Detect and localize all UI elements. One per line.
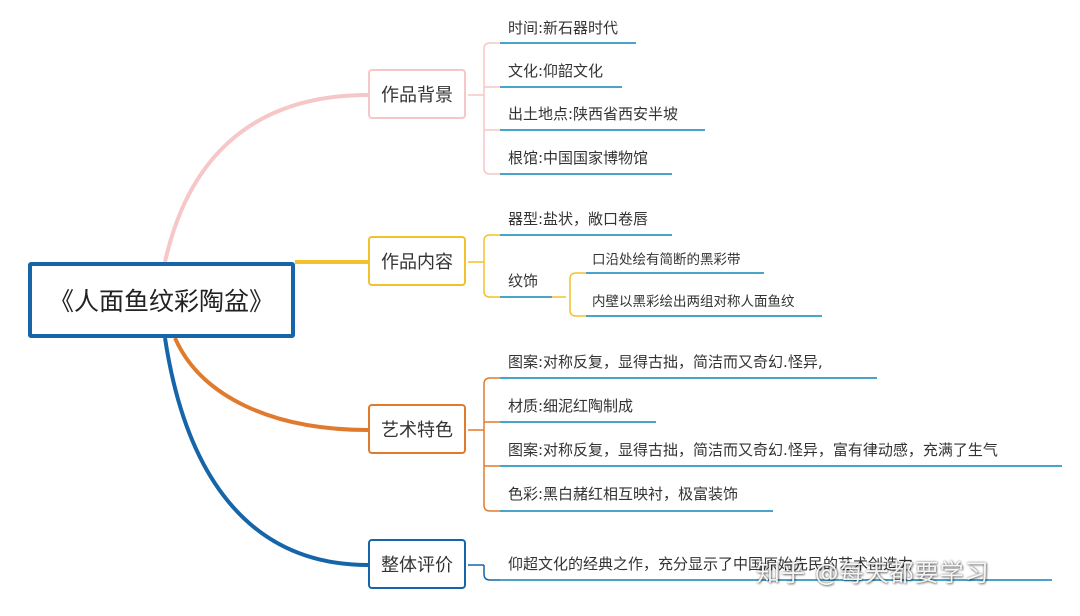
connector-root-background [163,93,369,263]
branch-content-label: 作品内容 [381,252,453,273]
connector-root-evaluation [163,337,369,567]
leaf-excavation-site[interactable]: 出土地点:陕西省西安半坡 [508,105,679,123]
leaf-culture[interactable]: 文化:仰韶文化 [508,62,604,80]
bracket-evaluation [468,564,500,581]
leaf-inner-pattern[interactable]: 内壁以黑彩绘出两组对称人面鱼纹 [592,294,795,310]
bracket-art [468,377,500,512]
root-topic[interactable]: 《人面鱼纹彩陶盆》 [28,262,295,338]
leaf-color[interactable]: 色彩:黑白赭红相互映衬，极富装饰 [508,485,739,503]
leaf-time[interactable]: 时间:新石器时代 [508,19,619,37]
branch-background-label: 作品背景 [381,85,453,106]
branch-art-label: 艺术特色 [381,420,453,441]
leaf-shape[interactable]: 器型:盐状，敞口卷唇 [508,210,649,228]
subtopic-decoration[interactable]: 纹饰 [508,272,539,290]
leaf-rim-band[interactable]: 口沿处绘有简断的黑彩带 [592,252,741,268]
bracket-content [468,234,586,317]
branch-content[interactable]: 作品内容 [368,236,466,286]
leaf-pattern-1[interactable]: 图案:对称反复，显得古拙，简洁而又奇幻.怪异, [508,353,823,371]
leaf-evaluation[interactable]: 仰超文化的经典之作，充分显示了中国原始先民的艺术创造力 [508,555,914,573]
leaf-pattern-2[interactable]: 图案:对称反复，显得古拙，简洁而又奇幻.怪异，富有律动感，充满了生气 [508,441,998,459]
branch-evaluation-label: 整体评价 [381,555,453,576]
watermark: 知乎 @每天都要学习 [756,559,990,587]
bracket-background [468,42,500,175]
connector-root-art [173,337,369,432]
leaf-material[interactable]: 材质:细泥红陶制成 [508,397,634,415]
branch-background[interactable]: 作品背景 [368,69,466,119]
leaf-museum[interactable]: 根馆:中国国家博物馆 [508,149,649,167]
branch-art[interactable]: 艺术特色 [368,404,466,454]
leaf-underlines [500,42,1062,581]
branch-evaluation[interactable]: 整体评价 [368,539,466,589]
root-topic-label: 《人面鱼纹彩陶盆》 [48,287,274,316]
